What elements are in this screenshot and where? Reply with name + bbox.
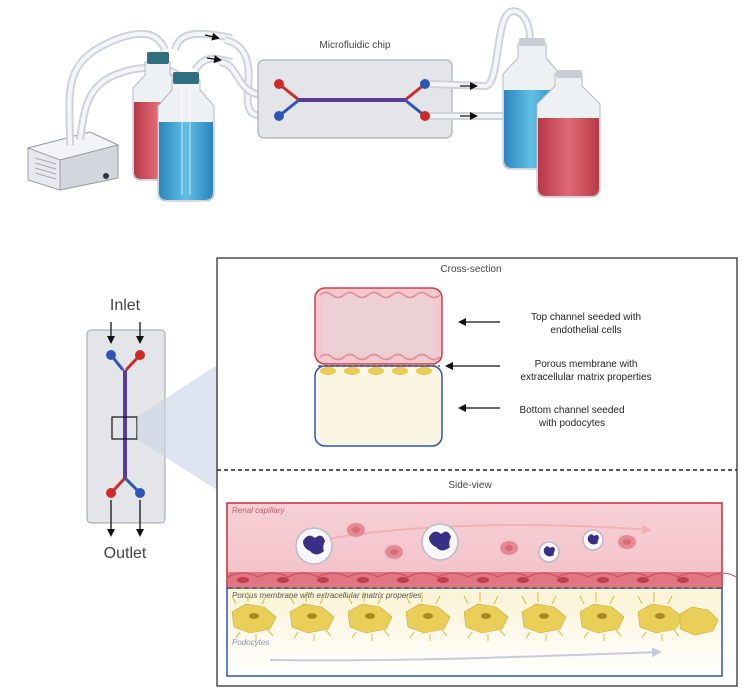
port [135, 488, 145, 498]
cross-section-title: Cross-section [440, 264, 501, 275]
cross-section: Cross-section Top channel seeded with en… [314, 264, 652, 447]
endothelial-layer [319, 291, 441, 299]
annotation-top-line2: endothelial cells [550, 325, 621, 336]
annotation-bottom-line2: with podocytes [538, 418, 605, 429]
perfusion-setup: Microfluidic chip [26, 7, 601, 202]
blue-medium-bottle [157, 72, 215, 202]
microfluidic-chip-top [257, 59, 453, 139]
red-blood-cells [347, 523, 636, 559]
flow-arrow-capillary [299, 524, 652, 546]
outlet-label: Outlet [104, 545, 147, 562]
endothelial-cell-layer [227, 572, 737, 588]
chip-title: Microfluidic chip [319, 40, 391, 51]
annotation-top-line1: Top channel seeded with [531, 312, 641, 323]
red-waste-bottle [536, 70, 601, 198]
podocyte-foot-processes [231, 592, 680, 641]
side-view: Side-view Renal capillary [226, 480, 737, 677]
chip-schematic: Inlet Outlet [86, 297, 217, 562]
annotation-bottom-line1: Bottom channel seeded [519, 405, 624, 416]
annotation-membrane-line1: Porous membrane with [535, 359, 638, 370]
membrane-label: Porous membrane with extracellular matri… [232, 591, 421, 600]
podocyte-channel [226, 587, 723, 677]
podocyte-nuclei [249, 613, 665, 619]
flow-arrow-podocyte [269, 647, 662, 662]
bottom-channel [314, 365, 443, 447]
podocytes-label: Podocytes [232, 638, 269, 647]
pump-tubing [65, 29, 186, 146]
flow-arrow [204, 32, 220, 41]
pump-icon [26, 131, 120, 191]
port [106, 488, 116, 498]
white-blood-cells [295, 523, 604, 565]
podocyte-layer [320, 367, 432, 375]
side-view-title: Side-view [448, 480, 492, 491]
port [106, 350, 116, 360]
flow-arrow [206, 55, 222, 64]
port [135, 350, 145, 360]
zoom-cone [137, 365, 217, 490]
inlet-label: Inlet [110, 297, 141, 314]
annotation-membrane-line2: extracellular matrix properties [520, 372, 651, 383]
renal-capillary-label: Renal capillary [232, 506, 285, 515]
